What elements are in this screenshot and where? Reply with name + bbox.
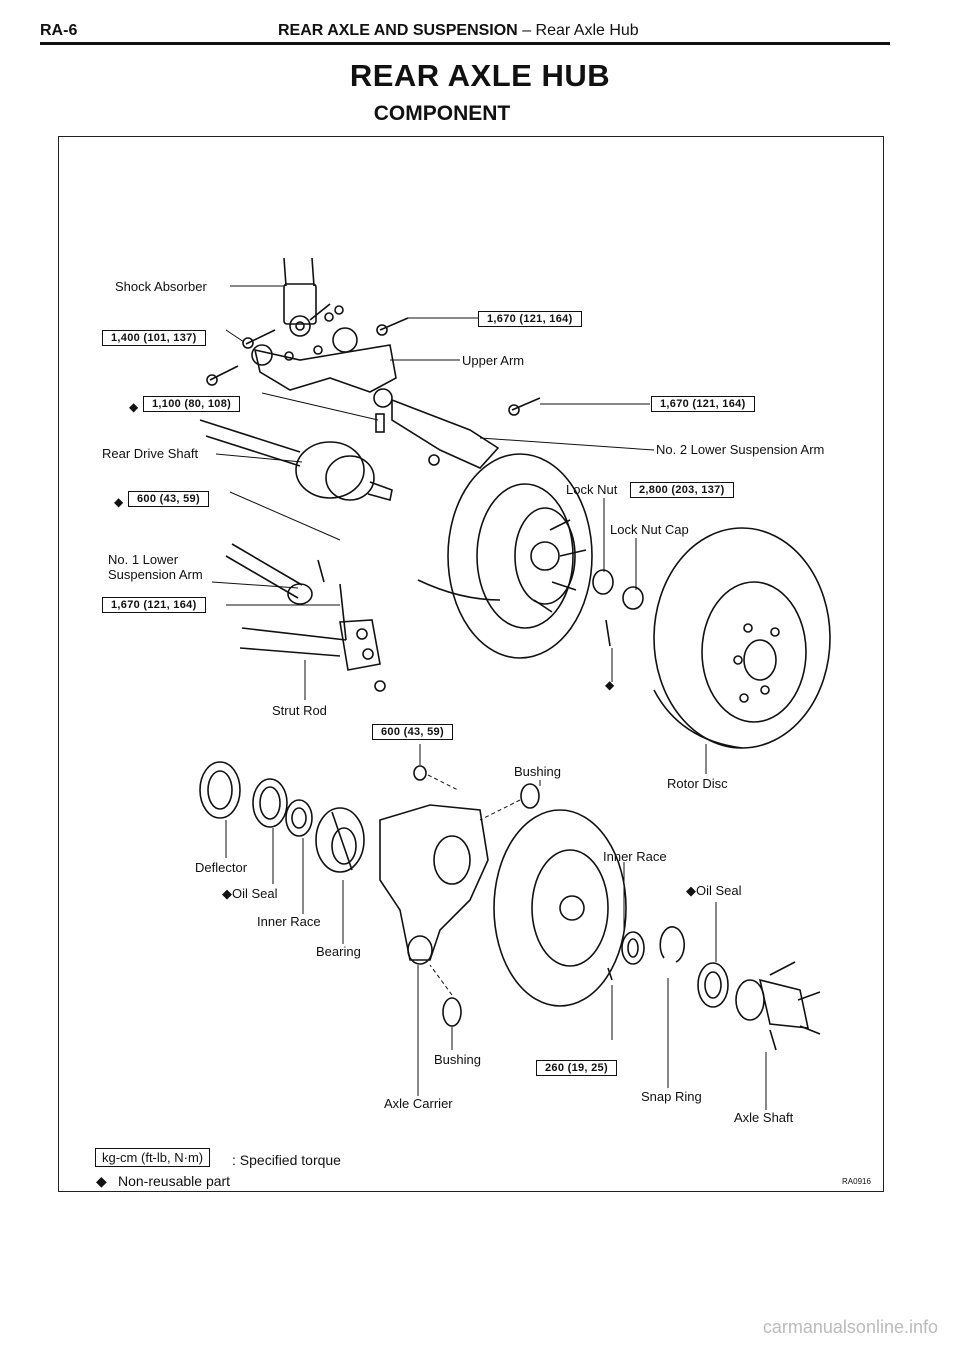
rear-drive-shaft-part [199, 419, 393, 501]
non-reusable-mark: ◆ [605, 678, 615, 692]
legend-nonreusable-desc: Non-reusable part [118, 1173, 231, 1189]
label-bushing-lower: Bushing [434, 1052, 481, 1067]
page-number: RA-6 [40, 22, 78, 39]
label-inner-race-right: Inner Race [603, 849, 667, 864]
label-oil-seal-right: ◆Oil Seal [686, 883, 742, 898]
chapter-title: REAR AXLE AND SUSPENSION – Rear Axle Hub [278, 22, 639, 40]
upper-arm-part [206, 303, 409, 433]
non-reusable-mark: ◆ [686, 883, 696, 898]
label-inner-race-left: Inner Race [257, 914, 321, 929]
no1-lower-arm-part [225, 543, 347, 641]
diagram-frame [58, 136, 884, 1192]
header-rule [40, 42, 890, 45]
non-reusable-mark: ◆ [114, 495, 124, 509]
torque-lock-nut: 2,800 (203, 137) [630, 482, 734, 498]
dust-cover-part [493, 809, 627, 1007]
label-bushing-upper: Bushing [514, 764, 561, 779]
label-bearing: Bearing [316, 944, 361, 959]
watermark: carmanualsonline.info [762, 1317, 938, 1337]
axle-carrier-part [379, 765, 540, 1027]
brake-assembly-part [417, 453, 644, 659]
label-shock-absorber: Shock Absorber [115, 279, 207, 294]
torque-carrier-nut: 600 (43, 59) [372, 724, 453, 740]
non-reusable-mark: ◆ [129, 400, 139, 414]
strut-rod-part [239, 619, 386, 692]
label-strut-rod: Strut Rod [272, 703, 327, 718]
label-oil-seal-left: ◆Oil Seal [222, 886, 278, 901]
torque-no1-arm-bolt: 1,670 (121, 164) [102, 597, 206, 613]
label-axle-shaft: Axle Shaft [734, 1110, 794, 1125]
label-axle-carrier: Axle Carrier [384, 1096, 453, 1111]
rotor-disc-part [653, 527, 831, 749]
torque-upper-arm-nut: 1,100 (80, 108) [143, 396, 241, 412]
no2-lower-arm-part [391, 397, 541, 469]
label-lock-nut-cap: Lock Nut Cap [610, 522, 689, 537]
page-title: REAR AXLE HUB [349, 58, 611, 93]
axle-shaft-part [735, 961, 821, 1051]
torque-dust-cover-bolt: 260 (19, 25) [536, 1060, 617, 1076]
page-header: RA-6 REAR AXLE AND SUSPENSION – Rear Axl… [40, 22, 890, 44]
label-no1-lower-line1: No. 1 Lower [108, 552, 179, 567]
legend-diamond-symbol: ◆ [96, 1173, 107, 1189]
torque-drive-shaft-nut: 600 (43, 59) [128, 491, 209, 507]
assembly-dash-lines [427, 774, 521, 996]
label-lock-nut: Lock Nut [566, 482, 618, 497]
torque-shock-lower: 1,400 (101, 137) [102, 330, 206, 346]
label-no2-lower-suspension-arm: No. 2 Lower Suspension Arm [656, 442, 825, 457]
leader-lines [211, 285, 767, 1110]
hub-race-parts [621, 926, 729, 1008]
label-deflector: Deflector [195, 860, 248, 875]
bearing-parts [199, 761, 365, 873]
legend-unit-box: kg-cm (ft-lb, N·m) [95, 1148, 211, 1167]
torque-upper-arm-bolt: 1,670 (121, 164) [478, 311, 582, 327]
non-reusable-mark: ◆ [222, 886, 232, 901]
shock-absorber-part [283, 257, 317, 337]
torque-no2-arm-bolt: 1,670 (121, 164) [651, 396, 755, 412]
chapter-name: REAR AXLE AND SUSPENSION [278, 22, 518, 39]
page-subtitle: COMPONENT [373, 102, 511, 125]
label-rear-drive-shaft: Rear Drive Shaft [102, 446, 199, 461]
label-no1-lower-line2: Suspension Arm [108, 567, 203, 582]
section-name: – Rear Axle Hub [522, 22, 639, 39]
legend-unit-desc: : Specified torque [232, 1152, 341, 1168]
label-upper-arm: Upper Arm [462, 353, 525, 368]
figure-code: RA0916 [842, 1177, 871, 1186]
label-snap-ring: Snap Ring [641, 1089, 702, 1104]
label-rotor-disc: Rotor Disc [667, 776, 728, 791]
